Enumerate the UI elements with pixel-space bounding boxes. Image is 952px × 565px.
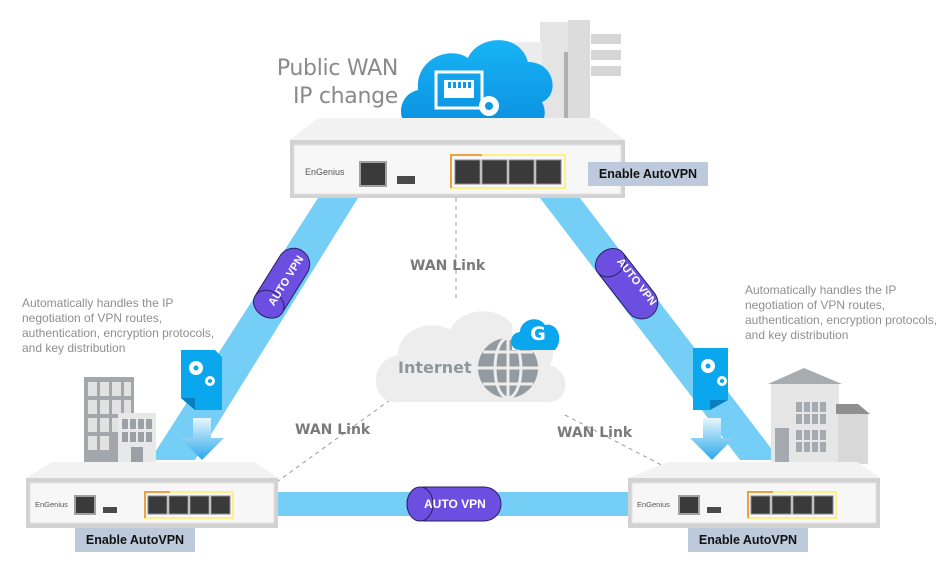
config-document-icon-left	[181, 350, 222, 410]
globe-icon	[478, 336, 538, 400]
wan-link-line-left	[244, 399, 391, 506]
download-arrow-icon-right	[690, 418, 734, 460]
gateway-device-top	[290, 118, 625, 198]
description-left-line: negotiation of VPN routes,	[22, 311, 163, 325]
vpn-capsule-right	[594, 248, 659, 320]
office-building-icon-left	[84, 377, 156, 465]
device-ports-top	[359, 154, 566, 189]
vpn-capsule-bottom	[406, 486, 502, 522]
wan-link-line-right	[564, 414, 701, 486]
device-ports-right	[678, 491, 837, 519]
brand-label-left: EnGenius	[35, 500, 68, 509]
brand-label-top: EnGenius	[305, 167, 345, 177]
house-building-icon-right	[768, 368, 870, 464]
wan-link-label-top: WAN Link	[410, 258, 486, 274]
vpn-label-bottom: AUTO VPN	[424, 497, 486, 511]
g-letter-icon: G	[530, 323, 546, 345]
description-left-line: Automatically handles the IP	[22, 296, 174, 310]
vpn-capsule-left	[253, 247, 311, 319]
public-wan-cloud-icon	[400, 40, 553, 131]
internet-label: Internet	[398, 358, 472, 377]
config-document-icon-right	[693, 348, 728, 410]
description-right-line: Automatically handles the IP	[745, 283, 897, 297]
title-line-1: Public WAN	[276, 56, 398, 81]
wan-link-lines	[244, 198, 701, 506]
engenius-cloud-icon	[511, 316, 560, 350]
description-left-line: and key distribution	[22, 341, 126, 355]
description-right-line: authentication, encryption protocols,	[745, 313, 938, 327]
description-right-line: negotiation of VPN routes,	[745, 298, 886, 312]
enable-autovpn-button-left[interactable]: Enable AutoVPN	[75, 528, 195, 552]
description-left-line: authentication, encryption protocols,	[22, 326, 215, 340]
tunnel-beam-right	[540, 198, 780, 460]
enable-autovpn-button-right[interactable]: Enable AutoVPN	[688, 528, 808, 552]
page-title: Public WAN IP change	[250, 55, 398, 111]
brand-label-right: EnGenius	[637, 500, 670, 509]
download-arrow-icon-left	[180, 418, 224, 460]
description-right-line: and key distribution	[745, 328, 849, 342]
description-right: Automatically handles the IP negotiation…	[745, 283, 937, 343]
wan-link-label-left: WAN Link	[295, 422, 371, 438]
wan-link-label-right: WAN Link	[557, 425, 633, 441]
enable-autovpn-button-top[interactable]: Enable AutoVPN	[588, 162, 708, 186]
device-ports-left	[74, 491, 234, 519]
description-left: Automatically handles the IP negotiation…	[22, 296, 214, 356]
title-line-2: IP change	[292, 84, 398, 109]
